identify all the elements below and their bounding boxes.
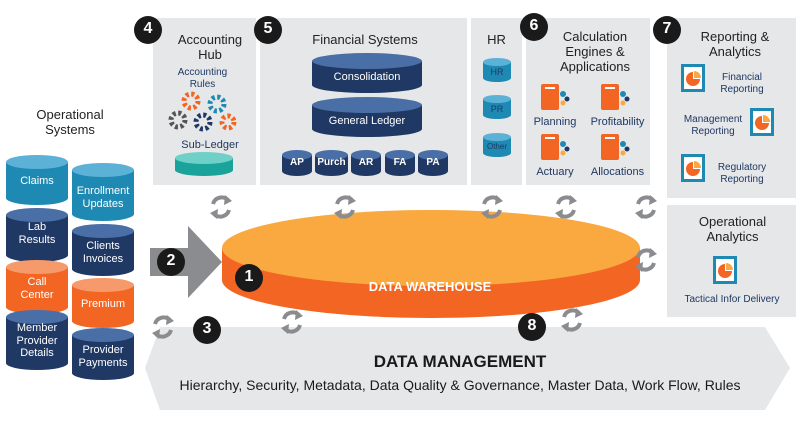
op-item-claims: Claims <box>20 175 54 187</box>
data-warehouse-label: DATA WAREHOUSE <box>368 279 492 294</box>
op-item-lab: Lab Results <box>18 221 56 246</box>
consolidation-cylinder <box>312 53 422 93</box>
tactical-delivery-label: Tactical Infor Delivery <box>684 294 780 305</box>
badge-1: 1 <box>244 268 254 285</box>
hr-item-hr: HR <box>490 67 504 77</box>
op-item-member: Member Provider Details <box>16 322 58 360</box>
module-ar: AR <box>358 157 374 168</box>
module-ap: AP <box>290 157 304 168</box>
flow-arrow <box>150 226 222 298</box>
report-item-management: Management Reporting <box>683 114 743 137</box>
data-management-title: DATA MANAGEMENT <box>373 352 547 371</box>
application-icon <box>541 84 630 160</box>
report-item-regulatory: Regulatory Reporting <box>717 162 767 185</box>
financial-systems-title: Financial Systems <box>312 32 418 47</box>
general-ledger-cylinder <box>312 97 422 137</box>
subledger-label: Sub-Ledger <box>181 139 239 151</box>
calc-item-allocations: Allocations <box>590 166 645 178</box>
badge-5: 5 <box>263 20 273 37</box>
accounting-hub-title: Accounting Hub <box>177 32 243 62</box>
op-item-provider: Provider Payments <box>78 344 128 369</box>
report-item-financial: Financial Reporting <box>720 72 764 95</box>
report-icon <box>681 64 774 284</box>
op-item-callcenter: Call Center <box>20 276 54 301</box>
module-pa: PA <box>426 157 440 168</box>
step-badges <box>134 13 681 344</box>
badge-6: 6 <box>529 17 539 34</box>
module-cylinders <box>282 150 448 176</box>
hr-item-other: Other <box>486 142 507 151</box>
calc-item-profitability: Profitability <box>590 116 645 128</box>
operational-analytics-title: Operational Analytics <box>698 214 767 244</box>
operational-systems-title: Operational Systems <box>36 107 104 137</box>
reporting-title: Reporting & Analytics <box>700 29 770 59</box>
general-ledger-label: General Ledger <box>328 115 406 127</box>
badge-2: 2 <box>166 252 176 269</box>
badge-3: 3 <box>202 320 212 337</box>
calc-item-actuary: Actuary <box>536 166 574 178</box>
module-purch: Purch <box>317 157 346 168</box>
data-warehouse-cylinder <box>222 210 640 318</box>
badge-8: 8 <box>527 317 537 334</box>
module-fa: FA <box>393 157 407 168</box>
op-item-premium: Premium <box>80 298 125 310</box>
op-item-enrollment: Enrollment Updates <box>76 185 130 210</box>
data-management-subtitle: Hierarchy, Security, Metadata, Data Qual… <box>179 377 741 393</box>
subledger-cylinder <box>175 152 233 176</box>
data-management-arrow <box>145 327 790 410</box>
calc-item-planning: Planning <box>533 116 577 128</box>
consolidation-label: Consolidation <box>333 71 401 83</box>
badge-4: 4 <box>143 20 153 37</box>
hr-item-pr: PR <box>490 104 504 114</box>
gear-icon <box>168 91 237 132</box>
accounting-rules-label: Accounting Rules <box>177 67 228 90</box>
calc-engines-title: Calculation Engines & Applications <box>559 29 631 74</box>
op-cylinders <box>6 155 134 380</box>
badge-7: 7 <box>662 20 672 37</box>
hr-title: HR <box>487 32 506 47</box>
op-item-clients: Clients Invoices <box>82 240 124 265</box>
hr-cylinders <box>483 58 511 157</box>
